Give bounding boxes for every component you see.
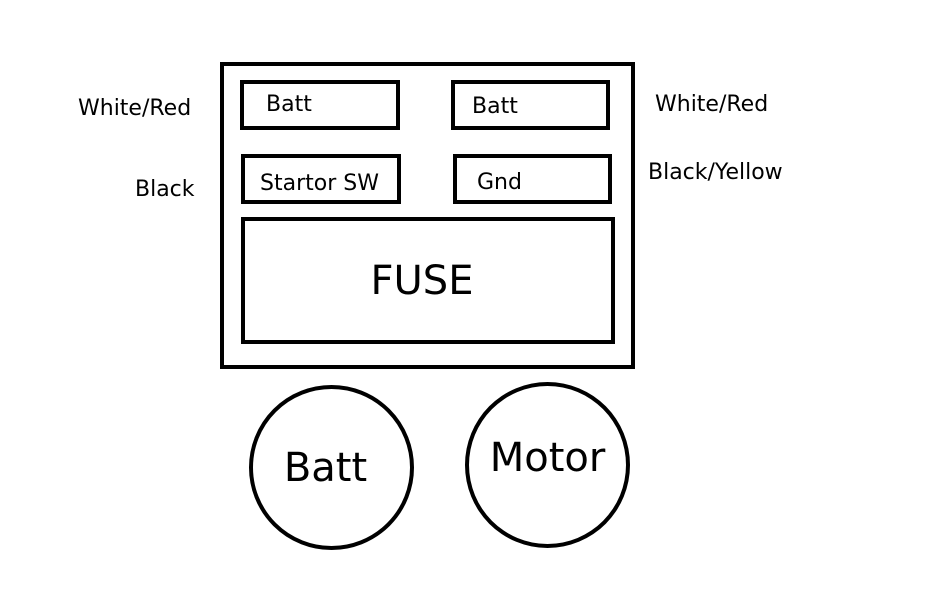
- slot-label: Batt: [472, 94, 518, 119]
- slot-label: Gnd: [477, 170, 522, 195]
- slot-label: Startor SW: [260, 171, 379, 196]
- terminal-circle-batt: Batt: [249, 385, 414, 550]
- slot-label: Batt: [266, 92, 312, 117]
- terminal-label: Motor: [489, 435, 606, 481]
- terminal-label: Batt: [283, 444, 368, 491]
- wire-label-mid-right: Black/Yellow: [648, 160, 783, 185]
- connector-slot-top-right: Batt: [451, 80, 610, 130]
- connector-slot-mid-left: Startor SW: [241, 154, 401, 204]
- fuse-slot: FUSE: [241, 217, 615, 344]
- connector-slot-top-left: Batt: [240, 80, 400, 130]
- connector-slot-mid-right: Gnd: [453, 154, 612, 204]
- wire-label-top-right: White/Red: [655, 92, 769, 117]
- wire-label-mid-left: Black: [135, 177, 195, 202]
- wire-label-top-left: White/Red: [78, 96, 192, 121]
- fuse-label: FUSE: [370, 257, 474, 304]
- terminal-circle-motor: Motor: [465, 382, 630, 548]
